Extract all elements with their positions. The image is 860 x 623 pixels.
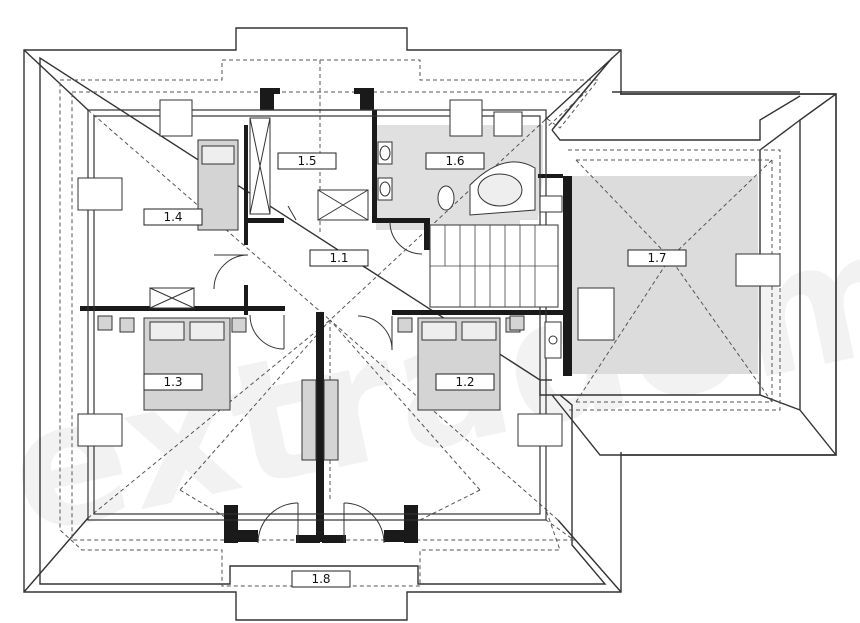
room-labels: 1.1 1.2 1.3 1.4 1.5 1.6 1.7 1.8 — [143, 152, 687, 588]
label-room-1-4: 1.4 — [143, 208, 203, 226]
room-1-7-fill — [572, 176, 758, 374]
label-room-1-3: 1.3 — [143, 373, 203, 391]
room-label-1-6: 1.6 — [445, 154, 464, 168]
label-room-1-6: 1.6 — [425, 152, 485, 170]
exterior-walls — [87, 109, 547, 521]
furniture — [77, 99, 781, 461]
room-label-1-3: 1.3 — [163, 375, 182, 389]
doors — [213, 205, 423, 544]
room-label-1-5: 1.5 — [297, 154, 316, 168]
room-label-1-8: 1.8 — [311, 572, 330, 586]
label-room-1-1: 1.1 — [309, 249, 369, 267]
room-label-1-4: 1.4 — [163, 210, 182, 224]
room-label-1-2: 1.2 — [455, 375, 474, 389]
label-room-1-2: 1.2 — [435, 373, 495, 391]
shaded-areas — [376, 125, 758, 374]
label-room-1-8: 1.8 — [291, 570, 351, 588]
room-label-1-7: 1.7 — [647, 251, 666, 265]
label-room-1-7: 1.7 — [627, 249, 687, 267]
label-room-1-5: 1.5 — [277, 152, 337, 170]
room-label-1-1: 1.1 — [329, 251, 348, 265]
